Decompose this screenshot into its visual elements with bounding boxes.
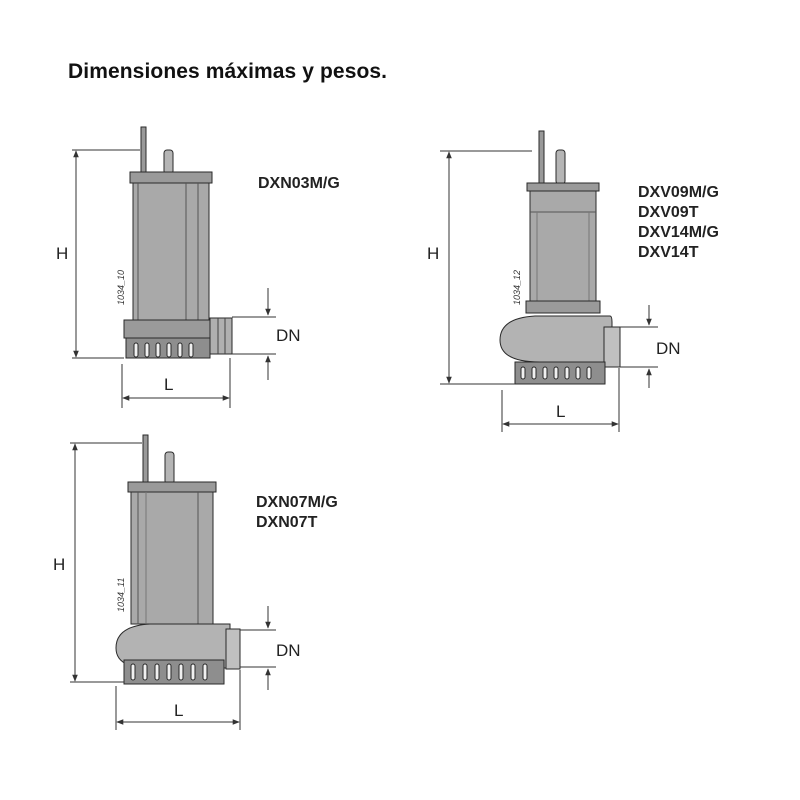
model-label: DXN07T — [256, 514, 318, 531]
outlet-diameter-label: DN — [656, 339, 681, 358]
pump-drawing-dxn07: H L DN 1034_11 — [53, 434, 301, 730]
drawing-code: 1034_10 — [116, 270, 126, 305]
outlet-diameter-label: DN — [276, 641, 301, 660]
model-list-dxv: DXV09M/G DXV09T DXV14M/G DXV14T — [638, 183, 719, 263]
length-label: L — [174, 701, 183, 720]
height-label: H — [56, 244, 68, 263]
height-label: H — [53, 555, 65, 574]
model-label: DXN03M/G — [258, 175, 340, 192]
outlet-diameter-label: DN — [276, 326, 301, 345]
drawing-code: 1034_12 — [512, 270, 522, 305]
model-list-dxn07: DXN07M/G DXN07T — [256, 493, 338, 533]
length-label: L — [164, 375, 173, 394]
pump-drawing-dxv: H L DN 1034_12 — [427, 130, 681, 432]
pump-drawing-dxn03: H L DN 1034_10 — [56, 126, 301, 408]
height-label: H — [427, 244, 439, 263]
model-label: DXV09T — [638, 204, 699, 221]
length-label: L — [556, 402, 565, 421]
model-label: DXN07M/G — [256, 494, 338, 511]
model-label: DXV14M/G — [638, 224, 719, 241]
model-label: DXV09M/G — [638, 184, 719, 201]
model-list-dxn03: DXN03M/G — [258, 174, 340, 194]
drawing-code: 1034_11 — [116, 578, 126, 612]
page-title: Dimensiones máximas y pesos. — [68, 60, 388, 83]
model-label: DXV14T — [638, 244, 699, 261]
